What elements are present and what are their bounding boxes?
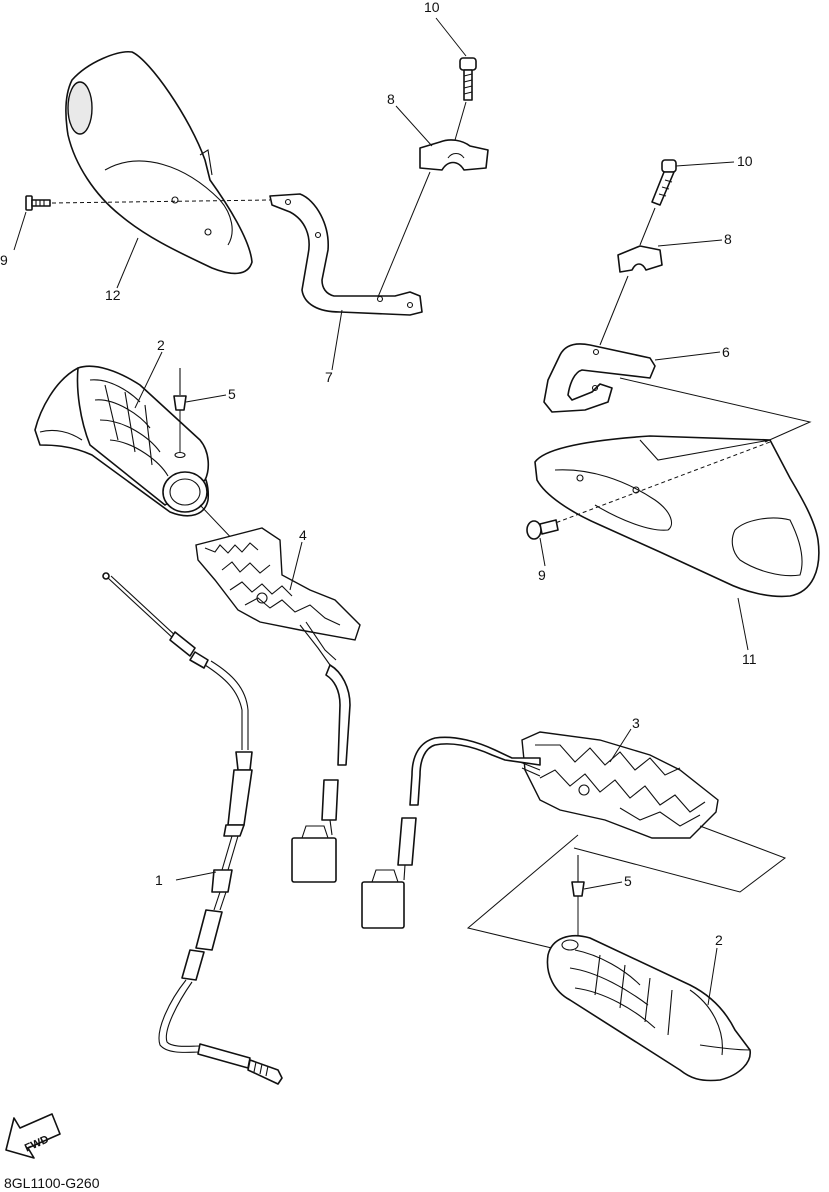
callout-6: 6 [722, 344, 730, 360]
callout-8-right: 8 [724, 231, 732, 247]
callout-12: 12 [105, 287, 121, 303]
callout-11: 11 [742, 651, 757, 667]
part-10-bolt-upper [459, 57, 477, 101]
part-7-left-bracket [269, 193, 423, 316]
callout-5-lower: 5 [624, 873, 632, 889]
part-9-screw-right [526, 519, 559, 540]
callout-3: 3 [632, 715, 640, 731]
callout-9-right: 9 [538, 567, 546, 583]
callout-2-left-grip: 2 [157, 337, 165, 353]
part-4-left-heater [195, 504, 361, 883]
part-3-right-heater [361, 731, 719, 929]
callout-10-right: 10 [737, 153, 753, 169]
part-8-clamp-upper [419, 139, 489, 171]
callout-7: 7 [325, 369, 333, 385]
part-11-right-handguard [534, 435, 820, 598]
part-6-right-bracket [543, 343, 656, 413]
part-2-right-grip [546, 934, 751, 1082]
part-5-rivet-lower [571, 855, 585, 938]
callout-10-upper: 10 [424, 0, 440, 15]
part-12-left-handguard [65, 51, 253, 275]
callout-9-left: 9 [0, 252, 8, 268]
part-2-left-grip [34, 365, 210, 517]
diagram-code: 8GL1100-G260 [4, 1175, 100, 1191]
part-10-bolt-right [651, 159, 677, 206]
callout-5-upper: 5 [228, 386, 236, 402]
part-9-screw-left [25, 195, 51, 211]
fwd-arrow-icon: FWD [5, 1113, 61, 1159]
callout-8-upper: 8 [387, 91, 395, 107]
callout-1: 1 [155, 872, 163, 888]
part-8-clamp-right [617, 245, 663, 273]
part-5-rivet-upper [173, 368, 187, 459]
part-1-throttle-cable [102, 572, 283, 1085]
callout-4: 4 [299, 527, 307, 543]
callout-leaders [13, 17, 749, 1006]
callout-2-right-grip: 2 [715, 932, 723, 948]
